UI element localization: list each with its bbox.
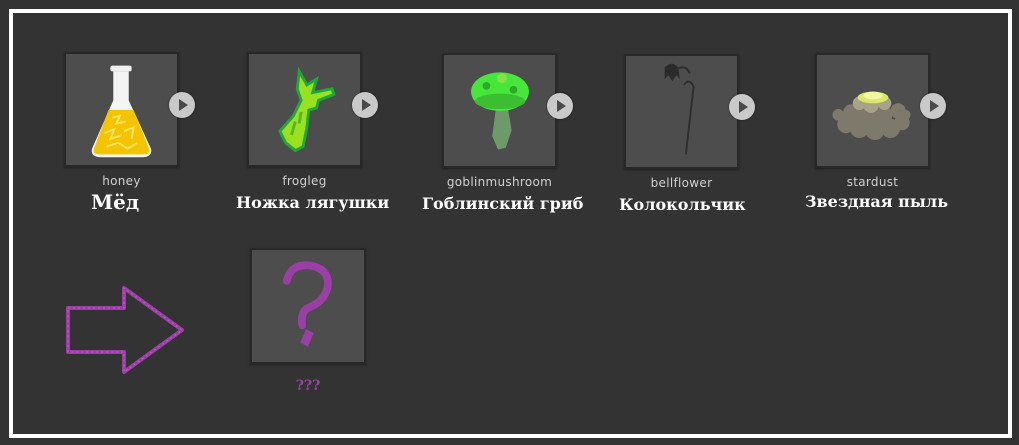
question-mark-icon: [282, 261, 332, 347]
ingredient-name-bellflower: Колокольчик: [619, 195, 746, 214]
play-button-goblinmushroom[interactable]: [547, 93, 573, 119]
frog-leg-icon: [278, 66, 336, 153]
bellflower-icon: [664, 63, 695, 155]
honey-flask-icon: [91, 65, 152, 158]
result-slot[interactable]: [250, 248, 366, 364]
ingredient-id-stardust: stardust: [846, 175, 899, 189]
play-icon: [557, 100, 566, 112]
ingredient-id-frogleg: frogleg: [282, 174, 327, 188]
play-icon: [739, 101, 748, 113]
ingredient-slot-honey[interactable]: [64, 52, 179, 167]
ingredient-id-goblinmushroom: goblinmushroom: [446, 175, 553, 189]
play-button-bellflower[interactable]: [729, 94, 755, 120]
ingredient-id-honey: honey: [102, 174, 141, 188]
ingredient-id-bellflower: bellflower: [650, 176, 713, 190]
play-button-frogleg[interactable]: [352, 92, 378, 118]
goblin-mushroom-icon: [471, 72, 529, 150]
play-icon: [179, 99, 188, 111]
ingredient-slot-bellflower[interactable]: [624, 54, 739, 169]
result-label: ???: [295, 378, 321, 394]
play-icon: [930, 100, 939, 112]
ingredient-slot-frogleg[interactable]: [247, 52, 362, 167]
ingredient-name-stardust: Звездная пыль: [805, 192, 949, 211]
right-arrow-icon: [66, 286, 184, 374]
play-button-honey[interactable]: [169, 92, 195, 118]
ingredient-name-goblinmushroom: Гоблинский гриб: [422, 194, 584, 213]
play-button-stardust[interactable]: [920, 93, 946, 119]
ingredient-slot-goblinmushroom[interactable]: [442, 53, 557, 168]
ingredient-name-honey: Мёд: [91, 190, 140, 214]
ingredient-name-frogleg: Ножка лягушки: [236, 193, 390, 212]
ingredient-slot-stardust[interactable]: [815, 53, 930, 168]
play-icon: [362, 99, 371, 111]
stardust-icon: [832, 91, 911, 140]
